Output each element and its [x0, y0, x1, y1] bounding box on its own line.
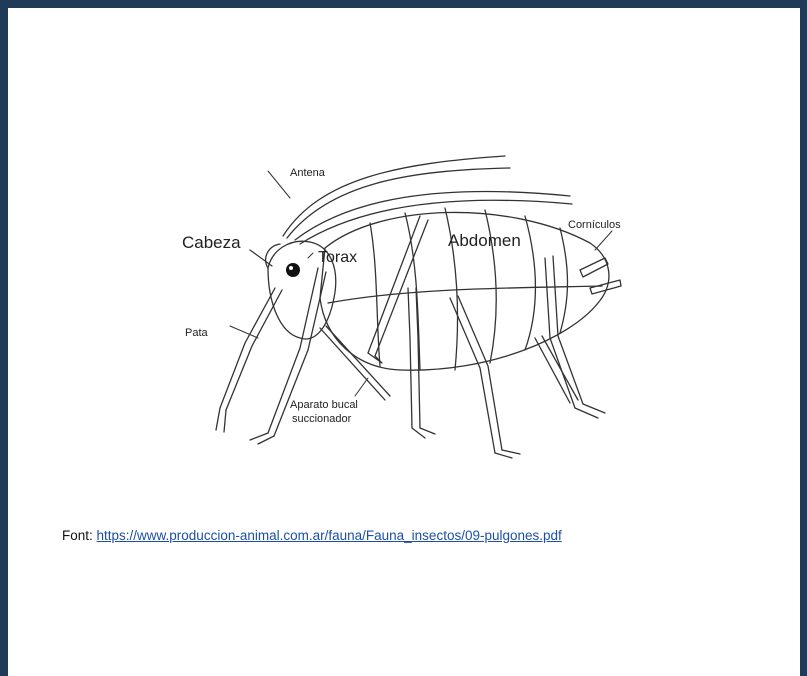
label-abdomen: Abdomen — [448, 231, 521, 250]
label-pata: Pata — [185, 327, 209, 339]
label-cabeza: Cabeza — [182, 233, 241, 252]
proboscis-1 — [320, 328, 385, 400]
source-link[interactable]: https://www.produccion-animal.com.ar/fau… — [97, 528, 562, 543]
source-caption: Font: https://www.produccion-animal.com.… — [62, 528, 562, 543]
aphid-illustration: Antena Cabeza Torax Abdomen Cornículos P… — [150, 138, 670, 478]
caption-prefix: Font: — [62, 528, 97, 543]
label-corniculos: Cornículos — [568, 219, 621, 231]
cornicle-1 — [580, 258, 608, 277]
label-antena: Antena — [290, 167, 326, 179]
eye — [286, 263, 300, 277]
label-aparato-2: succionador — [292, 413, 352, 425]
label-aparato-1: Aparato bucal — [290, 399, 358, 411]
label-torax: Torax — [318, 249, 357, 266]
aphid-diagram: Antena Cabeza Torax Abdomen Cornículos P… — [150, 138, 670, 478]
